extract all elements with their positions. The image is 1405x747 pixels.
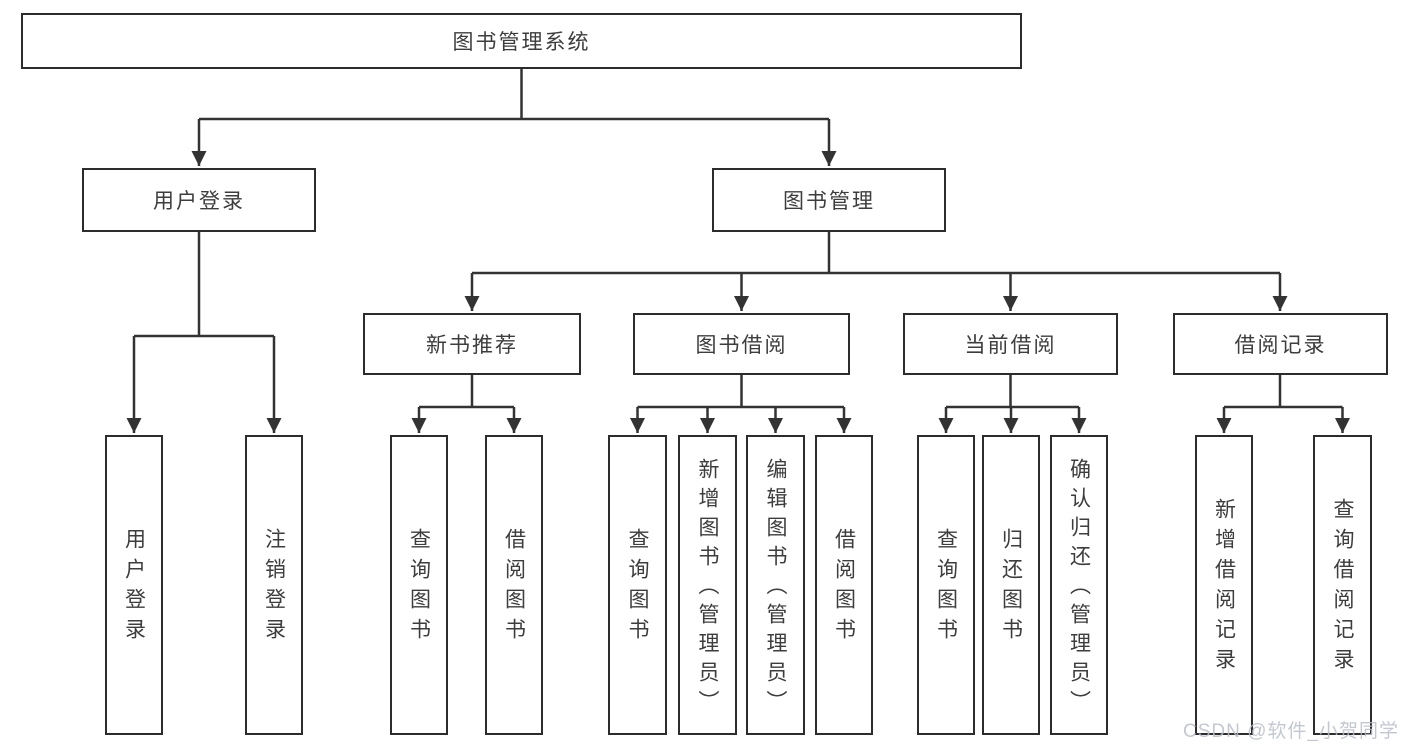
leaf-br-query-record: 查询借阅记录 (1313, 435, 1372, 735)
leaf-br-add-record: 新增借阅记录 (1195, 435, 1253, 735)
leaf-cb-confirm-return-admin: 确认归还（管理员） (1050, 435, 1108, 735)
leaf-logout: 注销登录 (245, 435, 303, 735)
node-book-borrowing: 图书借阅 (633, 313, 850, 375)
leaf-bb-edit-books-admin: 编辑图书（管理员） (746, 435, 805, 735)
leaf-cb-return-books: 归还图书 (982, 435, 1040, 735)
leaf-bb-query-books: 查询图书 (608, 435, 667, 735)
node-user-login: 用户登录 (82, 168, 316, 232)
csdn-watermark: CSDN @软件_小贺同学 (1183, 721, 1399, 742)
node-new-book-recommendation: 新书推荐 (363, 313, 581, 375)
leaf-bb-borrow-books: 借阅图书 (815, 435, 873, 735)
node-book-management: 图书管理 (712, 168, 946, 232)
leaf-user-login: 用户登录 (105, 435, 163, 735)
leaf-nr-query-books: 查询图书 (390, 435, 448, 735)
leaf-bb-add-books-admin: 新增图书（管理员） (678, 435, 737, 735)
leaf-cb-query-books: 查询图书 (917, 435, 975, 735)
node-borrowing-records: 借阅记录 (1173, 313, 1388, 375)
leaf-nr-borrow-books: 借阅图书 (485, 435, 543, 735)
node-current-borrowing: 当前借阅 (903, 313, 1118, 375)
node-library-system: 图书管理系统 (21, 13, 1022, 69)
